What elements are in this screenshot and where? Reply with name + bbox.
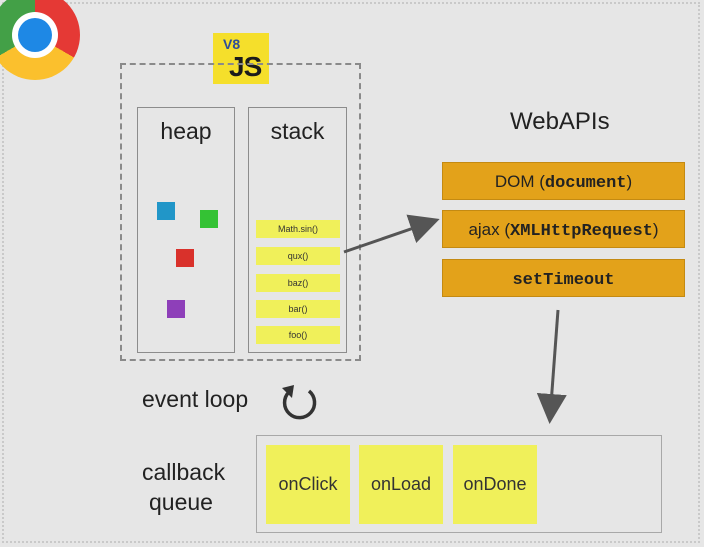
heap-object — [200, 210, 218, 228]
js-logo-icon: V8 JS — [213, 33, 269, 84]
stack-frame: foo() — [256, 326, 340, 344]
js-badge-text: JS — [229, 51, 262, 82]
webapi-dom: DOM (document) — [442, 162, 685, 200]
heap-title: heap — [160, 118, 212, 144]
v8-icon: V8 — [223, 36, 241, 52]
callback-item: onDone — [453, 445, 537, 524]
stack-frame: bar() — [256, 300, 340, 318]
stack-frame: Math.sin() — [256, 220, 340, 238]
callback-queue-box — [256, 435, 662, 533]
heap-object — [176, 249, 194, 267]
stack-to-webapi-arrow — [343, 214, 440, 254]
js-runtime-box — [120, 63, 361, 361]
heap-panel: heap — [137, 107, 235, 353]
stack-frame: baz() — [256, 274, 340, 292]
heap-object — [167, 300, 185, 318]
stack-panel: stack — [248, 107, 347, 353]
webapi-settimeout: setTimeout — [442, 259, 685, 297]
stack-frame: qux() — [256, 247, 340, 265]
callback-item: onClick — [266, 445, 350, 524]
event-loop-label: event loop — [142, 386, 249, 412]
event-loop-icon — [282, 385, 317, 420]
stack-title: stack — [270, 118, 325, 144]
chrome-logo-icon — [0, 0, 80, 80]
webapi-to-queue-arrow — [536, 309, 567, 424]
heap-object — [157, 202, 175, 220]
webapi-ajax: ajax (XMLHttpRequest) — [442, 210, 685, 248]
callback-item: onLoad — [359, 445, 443, 524]
webapis-title: WebAPIs — [510, 108, 610, 135]
